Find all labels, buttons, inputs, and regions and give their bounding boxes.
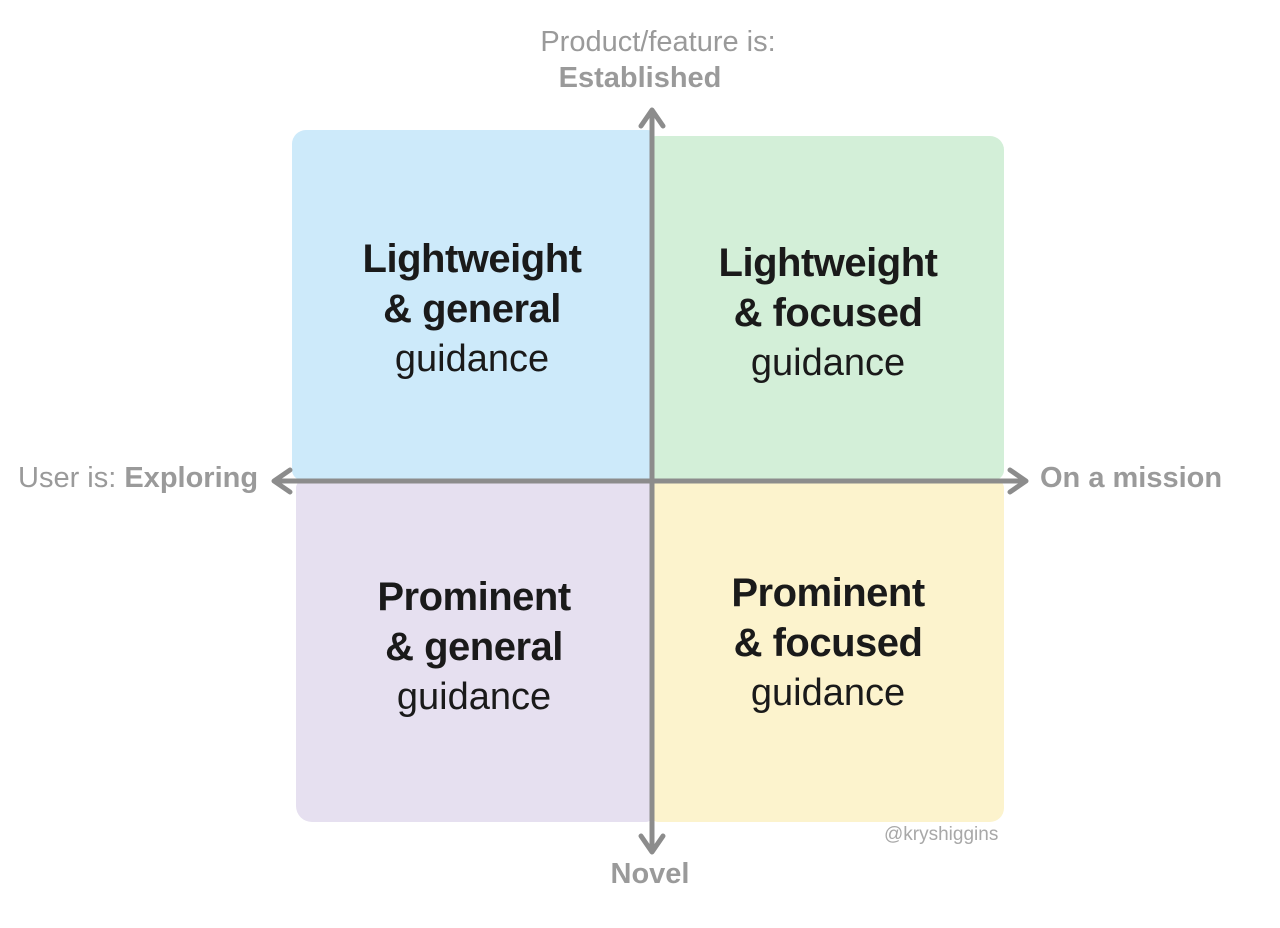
quadrant-top-left-line3: guidance — [394, 338, 550, 380]
quadrant-bottom-right-line1: Prominent — [731, 571, 925, 615]
quadrant-bottom-right-text: Prominent & focused guidance — [652, 568, 1004, 718]
credit-handle: @kryshiggins — [884, 824, 999, 845]
quadrant-bottom-left-text: Prominent & general guidance — [296, 572, 652, 722]
axis-left-label: User is: Exploring — [18, 462, 258, 495]
quadrant-top-left-line2: & general — [383, 287, 561, 331]
quadrant-bottom-right-line3: guidance — [750, 672, 906, 714]
arrow-down-icon — [638, 833, 666, 855]
axis-top-prefix: Product/feature is: — [540, 26, 776, 58]
axis-right-label: On a mission — [1040, 462, 1223, 494]
quadrant-top-left-line1: Lightweight — [362, 237, 582, 281]
quadrant-top-left-text: Lightweight & general guidance — [292, 234, 652, 384]
axis-left-prefix: User is: — [18, 462, 125, 494]
quadrant-top-right-line2: & focused — [733, 291, 923, 335]
quadrant-top-right-text: Lightweight & focused guidance — [652, 238, 1004, 388]
quadrant-top-left: Lightweight & general guidance — [292, 130, 652, 480]
arrow-right-icon — [1007, 467, 1029, 495]
arrow-up-icon — [638, 107, 666, 129]
quadrant-top-right-line3: guidance — [750, 342, 906, 384]
quadrant-bottom-left: Prominent & general guidance — [296, 480, 652, 822]
axis-top-label: Established — [558, 62, 722, 94]
quadrant-bottom-left-line3: guidance — [396, 676, 552, 718]
quadrant-top-right: Lightweight & focused guidance — [652, 136, 1004, 480]
arrow-left-icon — [271, 467, 293, 495]
quadrant-bottom-left-line2: & general — [385, 625, 563, 669]
quadrant-bottom-left-line1: Prominent — [377, 575, 571, 619]
axis-left-main: Exploring — [124, 462, 259, 494]
quadrant-top-right-line1: Lightweight — [718, 241, 938, 285]
axis-bottom-label: Novel — [610, 858, 690, 890]
quadrant-bottom-right-line2: & focused — [733, 621, 923, 665]
quadrant-bottom-right: Prominent & focused guidance — [652, 480, 1004, 822]
